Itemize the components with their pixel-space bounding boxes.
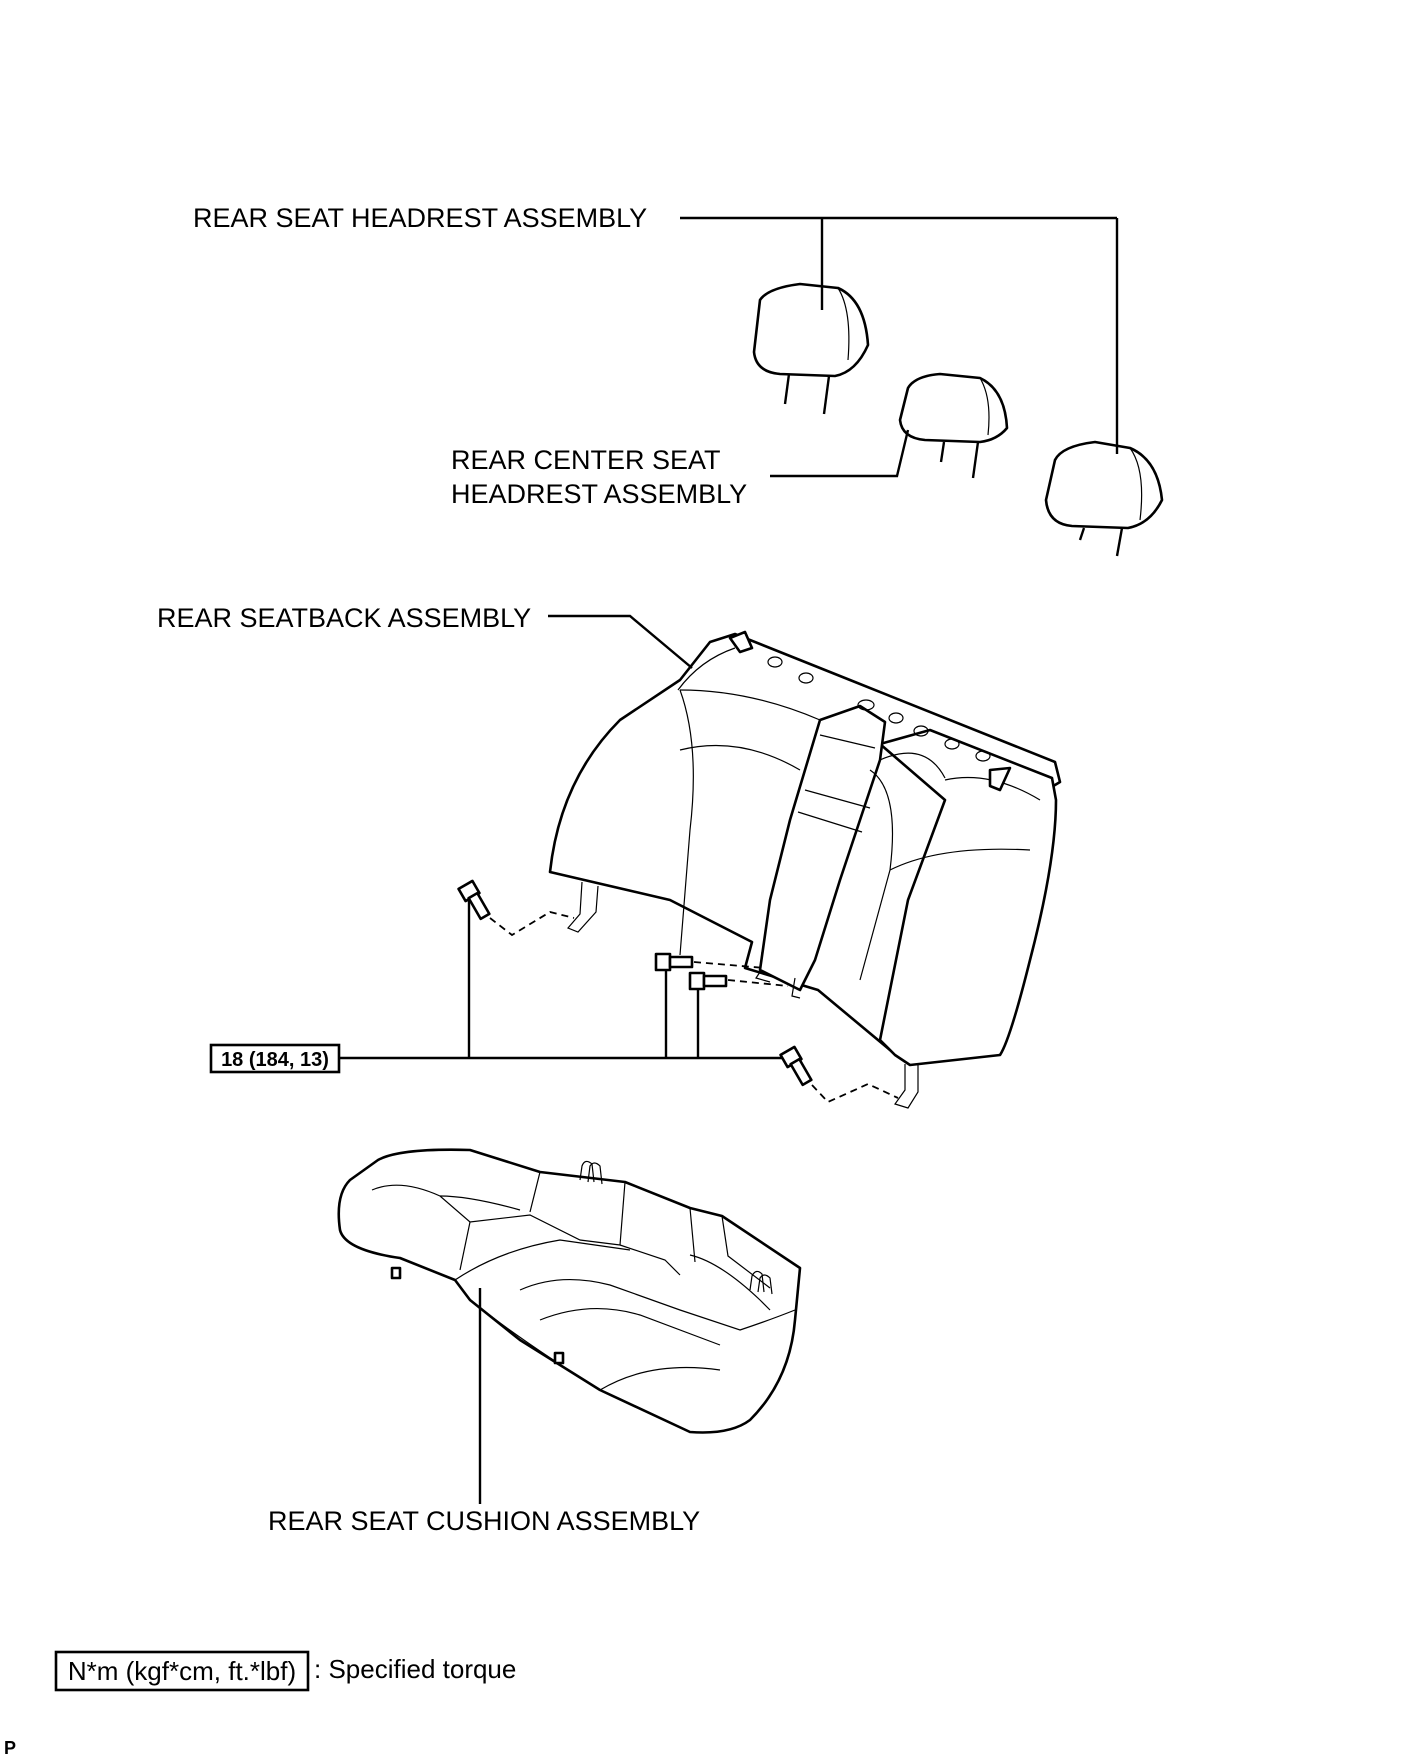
headrest-left: [752, 282, 870, 415]
bolt-2: [654, 952, 766, 972]
headrest-right: [1044, 440, 1164, 557]
torque-spec-box: 18 (184, 13): [209, 1043, 341, 1074]
label-rear-center-headrest-2: HEADREST ASSEMBLY: [451, 479, 747, 509]
torque-value: 18 (184, 13): [221, 1049, 329, 1071]
seatback-holes: [767, 656, 991, 762]
torque-leader-lines: [340, 898, 783, 1060]
headrest-center: [898, 372, 1009, 479]
legend-description: : Specified torque: [314, 1654, 516, 1684]
torque-legend: N*m (kgf*cm, ft.*lbf) : Specified torque: [54, 1650, 516, 1692]
headrest-leader-lines: [680, 216, 1119, 478]
bolt-3: [688, 971, 789, 991]
label-rear-seat-cushion: REAR SEAT CUSHION ASSEMBLY: [268, 1506, 700, 1536]
rear-seat-cushion: [337, 1148, 802, 1434]
label-rear-seatback: REAR SEATBACK ASSEMBLY: [157, 603, 531, 633]
seatback-leader: [548, 614, 693, 669]
label-rear-center-headrest-1: REAR CENTER SEAT: [451, 445, 721, 475]
label-rear-seat-headrest: REAR SEAT HEADREST ASSEMBLY: [193, 203, 647, 233]
bolt-4: [779, 1045, 899, 1104]
legend-unit: N*m (kgf*cm, ft.*lbf): [68, 1656, 296, 1686]
bolt-1: [457, 879, 575, 937]
footer-code: P: [4, 1738, 16, 1758]
rear-seatback: [548, 630, 1062, 1109]
